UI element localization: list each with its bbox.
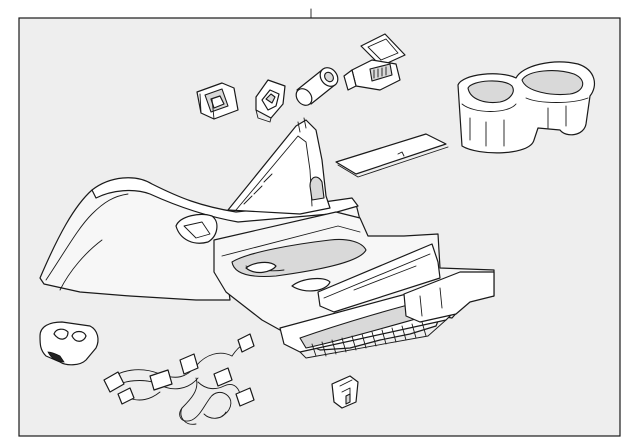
cup-holder-insert[interactable]	[457, 61, 596, 154]
switch-bezel[interactable]	[196, 82, 239, 120]
wiring-harness[interactable]	[103, 333, 255, 425]
storage-mat[interactable]	[335, 133, 449, 178]
power-outlet[interactable]	[343, 33, 406, 91]
console-assembly[interactable]	[39, 117, 495, 359]
lighter-socket[interactable]	[293, 64, 342, 108]
retainer-clip[interactable]	[331, 375, 359, 409]
shift-knob-switch[interactable]	[39, 321, 99, 366]
usb-port[interactable]	[255, 79, 286, 123]
